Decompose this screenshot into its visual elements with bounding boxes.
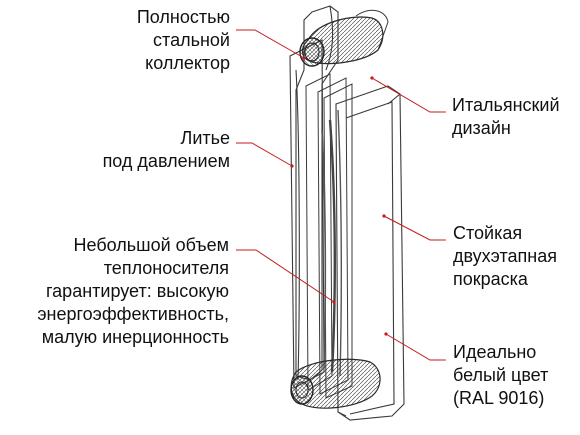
leader-lines <box>236 29 446 361</box>
label-line: теплоносителя <box>103 258 229 278</box>
front-fin <box>335 85 405 421</box>
label-white-color: Идеально белый цвет (RAL 9016) <box>453 341 548 410</box>
leader-dot-paint <box>382 214 386 218</box>
label-line: Небольшой объем <box>73 235 229 255</box>
leader-dot-volume <box>332 300 336 304</box>
label-line: (RAL 9016) <box>453 388 545 408</box>
leader-dot-casting <box>290 164 294 168</box>
bottom-collector <box>290 358 381 409</box>
label-steel-collector: Полностью стальной коллектор <box>137 6 230 75</box>
leader-dot-collector <box>302 56 306 60</box>
leader-dot-white <box>384 332 388 336</box>
leader-collector <box>236 29 305 59</box>
label-pressure-casting: Литье под давлением <box>103 127 230 173</box>
label-line: гарантирует: высокую <box>46 281 229 301</box>
leader-italian <box>371 77 446 113</box>
label-line: дизайн <box>452 118 511 138</box>
label-line: под давлением <box>102 151 230 171</box>
leader-white <box>385 333 446 361</box>
top-collector <box>299 9 389 67</box>
label-line: белый цвет <box>453 365 549 385</box>
label-small-volume: Небольшой объем теплоносителя гарантируе… <box>37 234 229 349</box>
label-line: покраска <box>453 269 528 289</box>
label-line: Итальянский <box>452 95 560 115</box>
label-line: Идеально <box>453 342 537 362</box>
leader-paint <box>383 215 446 241</box>
label-line: коллектор <box>145 53 230 73</box>
label-line: Стойкая <box>453 223 523 243</box>
middle-fins <box>305 73 353 399</box>
label-two-stage-paint: Стойкая двухэтапная покраска <box>453 222 557 291</box>
label-line: энергоэффективность, <box>37 304 229 324</box>
leader-casting <box>236 142 293 167</box>
label-line: двухэтапная <box>453 246 557 266</box>
label-line: Полностью <box>136 7 230 27</box>
label-line: Литье <box>180 128 231 148</box>
leader-dot-italian <box>370 76 374 80</box>
leader-endpoints <box>290 56 388 336</box>
label-line: стальной <box>153 30 230 50</box>
leader-volume <box>236 249 335 303</box>
label-line: малую инерционность <box>41 327 229 347</box>
label-italian-design: Итальянский дизайн <box>452 94 560 140</box>
